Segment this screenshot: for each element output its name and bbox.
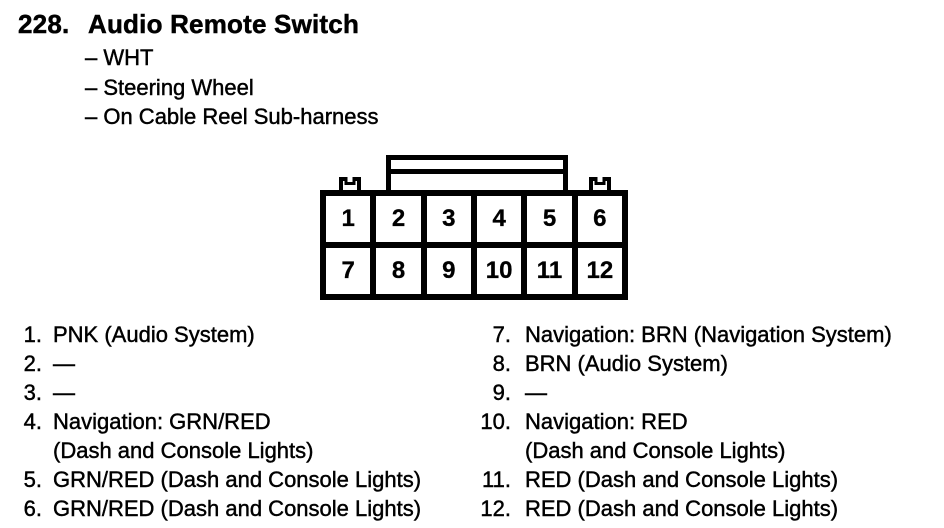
detail-line-location: – Steering Wheel	[85, 74, 254, 100]
pin-label-line1: Navigation: GRN/RED	[53, 409, 271, 434]
pin-label: GRN/RED (Dash and Console Lights)	[53, 467, 422, 492]
pin-number: 4.	[23, 409, 42, 434]
index-notch-right-slot	[594, 177, 606, 185]
index-notch-left	[339, 177, 361, 191]
pin-cell-1: 1	[326, 196, 371, 242]
pin-number: 3.	[23, 380, 42, 405]
pin-number: 2.	[23, 351, 42, 376]
pin-number: 8.	[492, 351, 511, 376]
pin-row-3: 3. —	[12, 378, 421, 407]
pin-label: BRN (Audio System)	[525, 351, 728, 376]
pin-label: —	[53, 351, 75, 376]
detail-line-harness: – On Cable Reel Sub-harness	[85, 104, 379, 129]
pin-label: PNK (Audio System)	[53, 322, 255, 347]
detail-line-color: – WHT	[85, 45, 154, 70]
pin-label: Navigation: GRN/RED (Dash and Console Li…	[53, 407, 314, 465]
pin-row-2: 2. —	[12, 349, 421, 378]
section-header: 228. Audio Remote Switch	[18, 8, 359, 40]
pin-number: 6.	[23, 496, 42, 521]
pin-label: Navigation: RED (Dash and Console Lights…	[525, 407, 786, 465]
pin-cell-3: 3	[426, 196, 471, 242]
index-notch-left-slot	[344, 177, 356, 185]
pin-cell-8: 8	[376, 248, 421, 294]
page-title: Audio Remote Switch	[88, 9, 360, 40]
lock-tab-ridge	[391, 169, 563, 174]
pin-row-10: 10. Navigation: RED (Dash and Console Li…	[467, 407, 892, 465]
pin-cell-11: 11	[527, 248, 572, 294]
pin-number: 9.	[492, 380, 511, 405]
pin-label-line1: Navigation: RED	[525, 409, 688, 434]
pin-row-11: 11. RED (Dash and Console Lights)	[467, 465, 892, 494]
pin-number: 5.	[23, 467, 42, 492]
pin-row-8: 8. BRN (Audio System)	[467, 349, 892, 378]
pin-number: 12.	[480, 496, 511, 521]
pin-row-1: 1. PNK (Audio System)	[12, 320, 421, 349]
pin-cell-7: 7	[326, 248, 371, 294]
pin-cell-9: 9	[426, 248, 471, 294]
pin-label: Navigation: BRN (Navigation System)	[525, 322, 892, 347]
index-notch-right	[589, 177, 611, 191]
pin-label: —	[525, 380, 547, 405]
lock-tab	[386, 155, 568, 196]
pin-row-4: 4. Navigation: GRN/RED (Dash and Console…	[12, 407, 421, 465]
pin-label: GRN/RED (Dash and Console Lights)	[53, 496, 422, 521]
pin-number: 1.	[23, 322, 42, 347]
connector-details: – WHT – Steering Wheel – On Cable Reel S…	[85, 43, 379, 132]
pin-row-12: 12. RED (Dash and Console Lights)	[467, 494, 892, 523]
pin-number: 7.	[492, 322, 511, 347]
pin-cell-10: 10	[476, 248, 522, 294]
pin-cell-5: 5	[527, 196, 572, 242]
connector-body: 1 2 3 4 5 6 7 8 9 10 11 12	[320, 190, 628, 300]
pin-cell-4: 4	[476, 196, 522, 242]
pin-cell-12: 12	[577, 248, 622, 294]
pin-label: RED (Dash and Console Lights)	[525, 467, 839, 492]
pin-number: 10.	[480, 409, 511, 434]
pin-list-right: 7. Navigation: BRN (Navigation System) 8…	[467, 320, 892, 523]
pin-list-left: 1. PNK (Audio System) 2. — 3. — 4. Navig…	[12, 320, 421, 523]
pin-label-line2: (Dash and Console Lights)	[525, 438, 786, 463]
connector-diagram: 1 2 3 4 5 6 7 8 9 10 11 12	[320, 155, 628, 301]
section-number: 228.	[18, 9, 70, 40]
pin-cell-2: 2	[376, 196, 421, 242]
pin-label: —	[53, 380, 75, 405]
pin-cell-6: 6	[577, 196, 622, 242]
pin-row-9: 9. —	[467, 378, 892, 407]
pin-row-5: 5. GRN/RED (Dash and Console Lights)	[12, 465, 421, 494]
pin-number: 11.	[482, 467, 511, 492]
pin-label: RED (Dash and Console Lights)	[525, 496, 839, 521]
pin-label-line2: (Dash and Console Lights)	[53, 438, 314, 463]
pin-row-7: 7. Navigation: BRN (Navigation System)	[467, 320, 892, 349]
pin-row-6: 6. GRN/RED (Dash and Console Lights)	[12, 494, 421, 523]
